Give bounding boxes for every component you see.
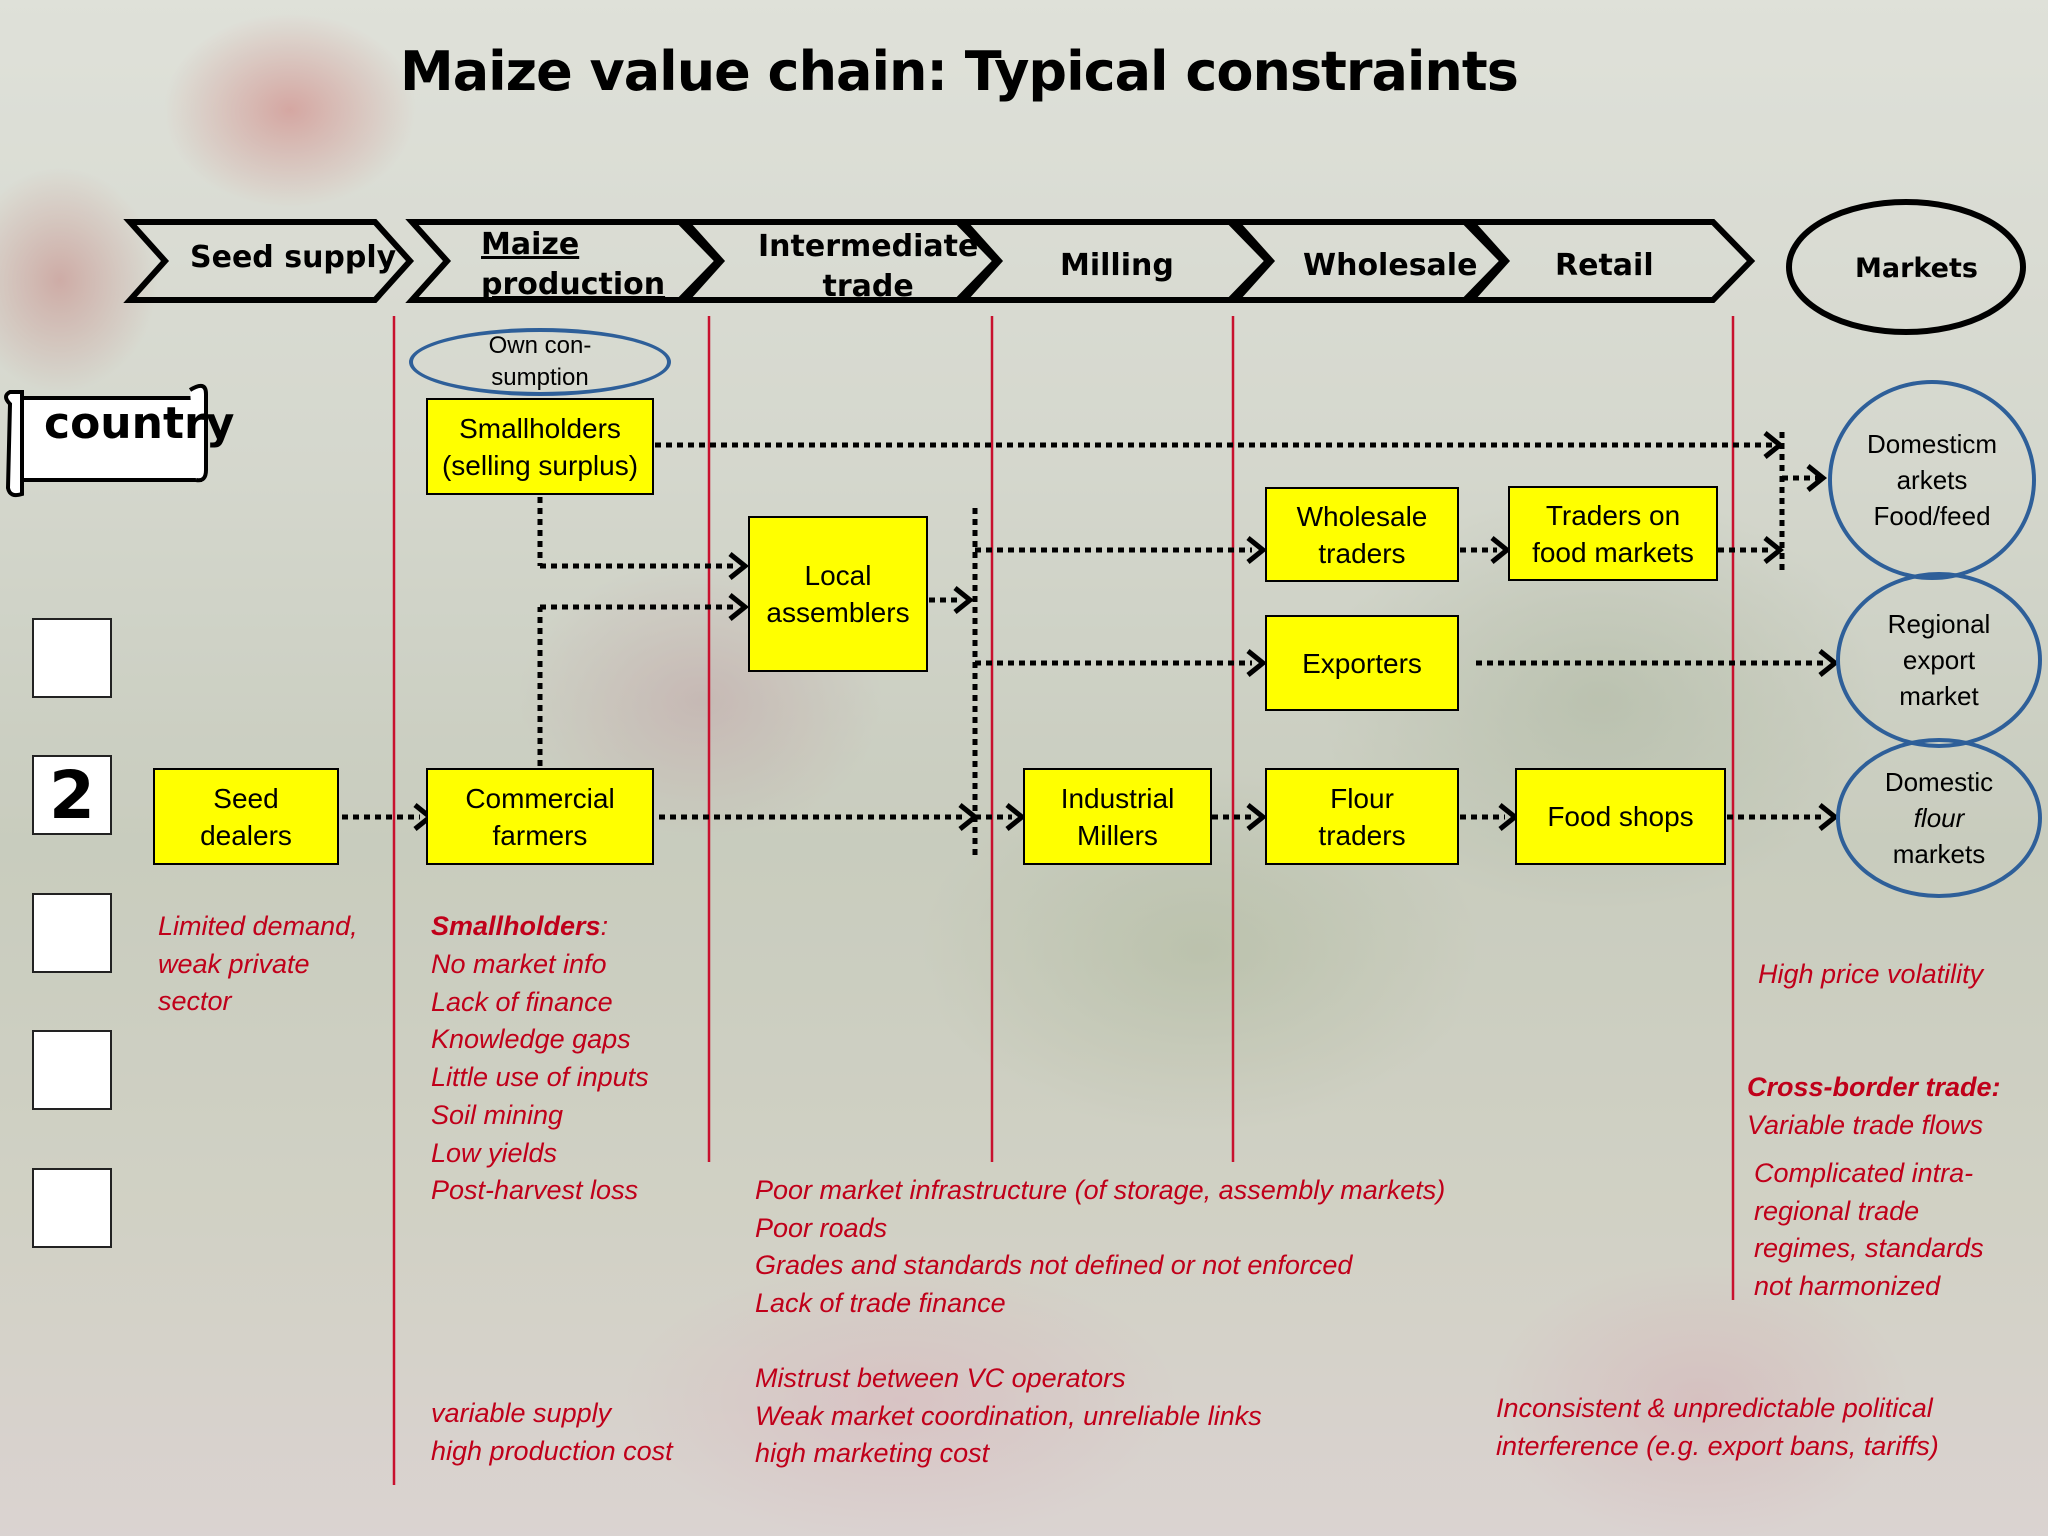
stage-dividers <box>392 316 1735 1485</box>
arrowhead-7 <box>1246 649 1268 677</box>
stage-wholesale: Wholesale <box>1303 248 1478 283</box>
chevron-maize-production <box>405 219 723 303</box>
chevron-milling <box>957 219 1273 303</box>
country-scroll-shape <box>4 383 208 498</box>
seed-constraints: Limited demand, weak private sector <box>158 911 358 1017</box>
stage-seed-supply: Seed supply <box>190 240 397 275</box>
cross-border-heading: Cross-border trade: <box>1747 1072 2001 1102</box>
arrowhead-5 <box>953 586 975 614</box>
arrowhead-2 <box>1806 464 1828 492</box>
stage-retail: Retail <box>1555 248 1654 283</box>
chevron-seed-supply <box>123 219 415 303</box>
domestic-food-feed-market: Domesticm arkets Food/feed <box>1828 380 2036 580</box>
arrowhead-14 <box>1246 803 1268 831</box>
stage-intermediate-trade: Intermediate trade <box>758 229 979 304</box>
page-title: Maize value chain: Typical constraints <box>400 40 1519 103</box>
side-square-4[interactable] <box>32 1030 112 1110</box>
chevron-retail <box>1464 219 1756 303</box>
arrowhead-6 <box>1246 536 1268 564</box>
markets-oval <box>1786 199 2026 335</box>
country-label: country <box>44 398 235 449</box>
industrial-millers-box: Industrial Millers <box>1023 768 1212 865</box>
intra-regional-constraints: Complicated intra- regional trade regime… <box>1754 1158 1984 1302</box>
markets-header: Markets <box>1855 253 1978 284</box>
regional-export-market: Regional export market <box>1836 572 2042 748</box>
political-interference-constraints: Inconsistent & unpredictable political i… <box>1496 1393 1939 1461</box>
side-square-5[interactable] <box>32 1168 112 1248</box>
domestic-flour-market: Domestic flour markets <box>1836 738 2042 898</box>
smallholder-constraints-list: No market info Lack of finance Knowledge… <box>431 949 649 1206</box>
price-volatility-constraint: High price volatility <box>1758 959 1984 989</box>
side-square-2[interactable]: 2 <box>32 755 112 835</box>
local-assemblers-box: Local assemblers <box>748 516 928 672</box>
arrowhead-16 <box>1818 803 1840 831</box>
commercial-farmers-box: Commercial farmers <box>426 768 654 865</box>
arrowhead-3 <box>728 552 750 580</box>
coordination-constraints: Mistrust between VC operators Weak marke… <box>755 1363 1262 1469</box>
food-shops-box: Food shops <box>1515 768 1726 865</box>
arrowhead-13 <box>1005 803 1027 831</box>
arrowhead-15 <box>1498 803 1520 831</box>
domestic-flour-line2: flour <box>1913 803 1965 833</box>
arrowhead-12 <box>958 803 980 831</box>
arrowhead-8 <box>1490 536 1512 564</box>
smallholders-heading: Smallholders <box>431 911 601 941</box>
stage-maize-production: Maize production <box>481 227 666 302</box>
chevron-row <box>123 199 2026 335</box>
flour-traders-box: Flour traders <box>1265 768 1459 865</box>
seed-dealers-box: Seed dealers <box>153 768 339 865</box>
chevron-wholesale <box>1229 219 1508 303</box>
trade-infrastructure-constraints: Poor market infrastructure (of storage, … <box>755 1175 1446 1319</box>
chevron-intermediate-trade <box>679 219 1001 303</box>
exporters-box: Exporters <box>1265 615 1459 711</box>
traders-food-markets-box: Traders on food markets <box>1508 486 1718 581</box>
cross-border-flows: Variable trade flows <box>1747 1110 1984 1140</box>
smallholders-box: Smallholders (selling surplus) <box>426 398 654 495</box>
stage-milling: Milling <box>1060 248 1174 283</box>
arrowhead-9 <box>1763 536 1785 564</box>
domestic-flour-line3: markets <box>1892 839 1986 869</box>
arrowhead-10 <box>1818 649 1840 677</box>
domestic-flour-line1: Domestic <box>1884 767 1994 797</box>
flow-lines <box>342 432 1826 855</box>
arrowhead-1 <box>1763 431 1785 459</box>
wholesale-traders-box: Wholesale traders <box>1265 487 1459 582</box>
own-consumption-oval: Own con- sumption <box>409 328 671 396</box>
side-square-1[interactable] <box>32 618 112 698</box>
arrowhead-4 <box>728 593 750 621</box>
production-cost-constraints: variable supply high production cost <box>431 1398 673 1466</box>
smallholder-constraints-heading: Smallholders: <box>431 911 609 941</box>
side-square-3[interactable] <box>32 893 112 973</box>
